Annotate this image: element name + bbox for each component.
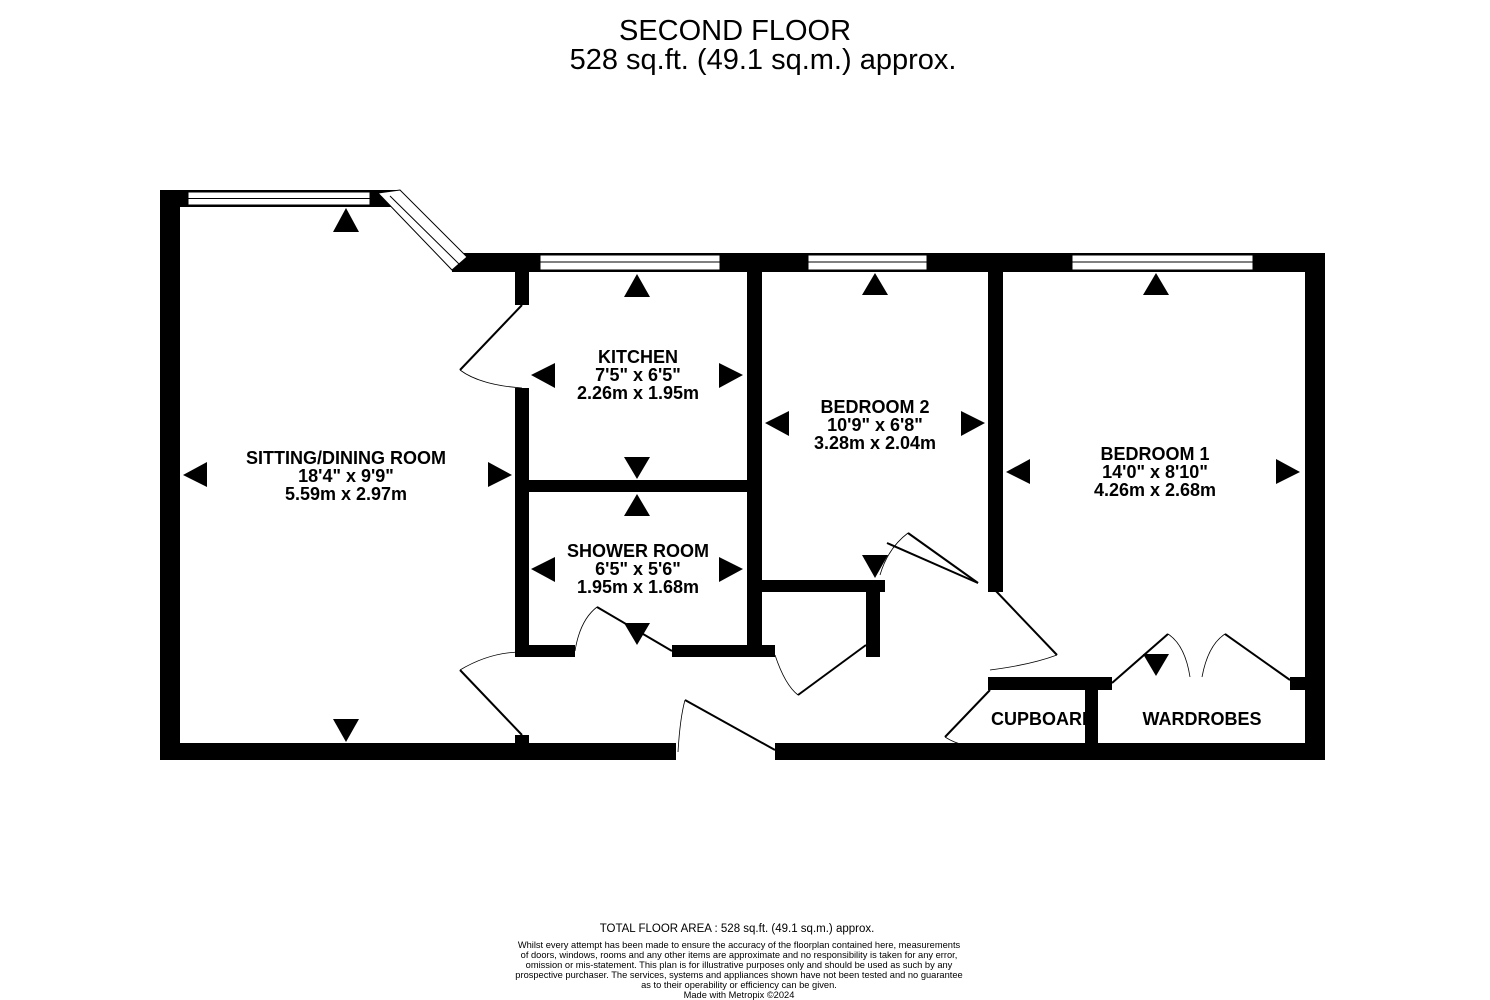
disclaimer-line: omission or mis-statement. This plan is … [525,960,953,970]
arrow-left-icon [1006,459,1030,484]
arrow-up-icon [624,494,650,516]
arrow-up-icon [624,274,650,297]
wall-wardrobe-stub [1290,677,1305,690]
room-metric: 1.95m x 1.68m [577,577,699,597]
arrow-down-icon [862,555,888,578]
room-metric: 4.26m x 2.68m [1094,480,1216,500]
room-name: SITTING/DINING ROOM [246,448,446,468]
room-name: BEDROOM 1 [1100,444,1209,464]
wall-shower-bottom-b [672,645,775,657]
room-metric: 5.59m x 2.97m [285,484,407,504]
windows [187,189,1254,271]
cupboard-label: CUPBOARD [991,709,1095,729]
wall-bottom-left [160,743,676,760]
doors [459,304,1291,753]
arrow-right-icon [1276,459,1300,484]
arrow-right-icon [961,411,985,436]
dimension-arrows [183,208,1300,742]
wardrobes-label: WARDROBES [1142,709,1261,729]
arrow-right-icon [488,462,512,487]
wall-left [160,190,180,760]
bay-window [376,189,468,271]
disclaimer-line: of doors, windows, rooms and any other i… [520,950,958,960]
wall-bedroom2-bottom [762,580,885,592]
wall-kitchen-left [515,388,529,657]
disclaimer-line: prospective purchaser. The services, sys… [515,970,963,980]
disclaimer-line: as to their operability or efficiency ca… [641,980,837,990]
wall-kitchen-stub [515,272,529,305]
wall-stub [515,735,529,760]
wall-cupboard-top [988,677,1112,690]
arrow-down-icon [1143,654,1169,676]
room-name: KITCHEN [598,347,678,367]
arrow-up-icon [1143,273,1169,295]
wall-bedroom2-left [747,272,762,655]
room-name: BEDROOM 2 [820,397,929,417]
floor-area: 528 sq.ft. (49.1 sq.m.) approx. [569,44,957,76]
arrow-down-icon [624,623,650,645]
arrow-left-icon [183,462,207,487]
total-floor-area: TOTAL FLOOR AREA : 528 sq.ft. (49.1 sq.m… [599,923,875,935]
credit: Made with Metropix ©2024 [683,990,795,1000]
wall-kitchen-shower [515,480,762,492]
arrow-left-icon [531,557,555,582]
floor-title: SECOND FLOOR [618,15,852,47]
disclaimer-line: Whilst every attempt has been made to en… [517,940,961,950]
arrow-up-icon [333,208,359,232]
room-imperial: 18'4" x 9'9" [298,466,394,486]
room-labels: SITTING/DINING ROOM 18'4" x 9'9" 5.59m x… [246,347,1262,729]
arrow-left-icon [765,411,789,436]
room-imperial: 7'5" x 6'5" [595,365,681,385]
wall-cupboard-divider [1085,677,1098,760]
arrow-right-icon [719,557,743,582]
wall-bed2-bed1 [988,272,1003,592]
room-imperial: 6'5" x 5'6" [595,559,681,579]
room-metric: 2.26m x 1.95m [577,383,699,403]
room-imperial: 10'9" x 6'8" [827,415,923,435]
room-metric: 3.28m x 2.04m [814,433,936,453]
arrow-down-icon [624,457,650,479]
wall-closet [866,580,880,657]
wall-shower-bottom-a [515,645,575,657]
arrow-left-icon [531,363,555,388]
wall-right [1305,253,1325,760]
room-imperial: 14'0" x 8'10" [1102,462,1208,482]
arrow-right-icon [719,363,743,388]
wall-bottom-right [775,743,1325,760]
arrow-down-icon [333,719,359,742]
disclaimer: Whilst every attempt has been made to en… [0,940,1484,1000]
arrow-up-icon [862,273,888,295]
room-name: SHOWER ROOM [567,541,709,561]
